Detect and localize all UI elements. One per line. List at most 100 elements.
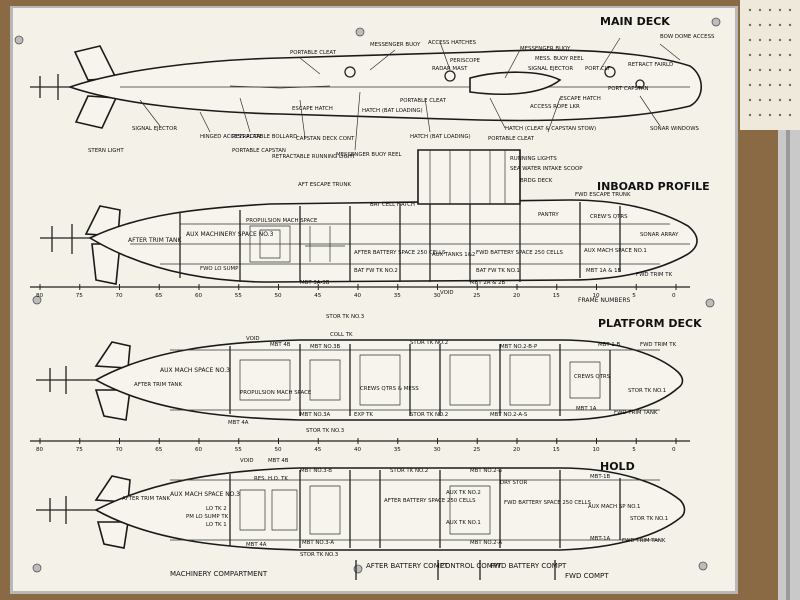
label-mbt-3a-platform: MBT NO.3A <box>300 412 331 418</box>
label-crews-qtrs-mess: CREWS QTRS & MESS <box>360 386 419 392</box>
label-hatch-bat-loading: HATCH (BAT LOADING) <box>362 108 423 114</box>
pegboard <box>740 0 800 130</box>
frame-upper-tick-label: 25 <box>473 293 481 299</box>
label-fwd-battery-space-hold: FWD BATTERY SPACE 250 CELLS <box>504 500 592 506</box>
label-mbt-1b-hold: MBT-1B <box>590 474 611 480</box>
frame-upper-tick-label: 20 <box>513 293 521 299</box>
frame-upper-tick-label: 75 <box>76 293 84 299</box>
section-title-hold: HOLD <box>600 460 635 473</box>
label-retractable-running-light: RETRACTABLE RUNNING LIGHT <box>272 154 356 160</box>
frame-lower-tick-label: 35 <box>394 447 402 453</box>
label-mbt-2bp: MBT NO.2-B-P <box>500 344 538 350</box>
label-crews-qtrs: CREW'S QTRS <box>590 214 628 220</box>
label-void-inboard: VOID <box>440 290 454 296</box>
hold-tank-lines <box>170 479 660 541</box>
section-title-main-deck: MAIN DECK <box>600 15 670 28</box>
footer-after-battery-compt: AFTER BATTERY COMPT <box>366 562 449 570</box>
label-messenger-buoy-fwd: MESSENGER BUOY <box>520 46 571 52</box>
label-stor-tk-2-hold: STOR TK NO.2 <box>390 468 428 474</box>
main-deck-aft-fairing <box>229 85 331 89</box>
label-crews-qtrs-platform: CREWS QTRS <box>574 374 611 380</box>
frame-upper-tick-label: 5 <box>632 293 636 299</box>
label-escape-hatch-fwd: ESCAPE HATCH <box>560 96 601 102</box>
inboard-sail-masts <box>429 150 506 204</box>
footer-dividers <box>355 560 556 580</box>
label-running-lights: RUNNING LIGHTS <box>510 156 557 162</box>
frame-upper-tick-label: 55 <box>235 293 243 299</box>
label-mbt-4a-platform: MBT 4A <box>228 420 249 426</box>
label-bat-fw-tk-2: BAT FW TK NO.2 <box>354 268 398 274</box>
label-bow-dome: BOW DOME ACCESS <box>660 34 715 40</box>
hold-propeller-shaft <box>36 496 100 524</box>
platform-bulkheads <box>229 344 611 416</box>
footer-machinery-compartment: MACHINERY COMPARTMENT <box>170 570 268 578</box>
frame-lower-tick-label: 65 <box>155 447 163 453</box>
label-bat-cell-hatch: BAT CELL HATCH <box>370 202 415 208</box>
messenger-buoy-marker <box>604 66 616 78</box>
inboard-deck-lines <box>130 223 690 265</box>
label-access-hatches: ACCESS HATCHES <box>428 40 477 46</box>
frame-lower-tick-label: 50 <box>275 447 283 453</box>
label-pm-lo-sump-tk: PM LO SUMP TK <box>186 514 229 520</box>
door-frame-edge <box>786 130 790 600</box>
label-stor-tk-2-top: STOR TK NO.2 <box>410 340 448 346</box>
label-mbt-2a-2b: MBT 2A & 2B <box>470 280 506 286</box>
label-capstan-deck-cont: CAPSTAN DECK CONT <box>296 136 355 142</box>
inboard-sail <box>417 149 521 205</box>
inboard-profile-section: INBOARD PROFILE RUNNING LIGHTS SEA WATER… <box>40 149 710 296</box>
label-pantry: PANTRY <box>538 212 559 218</box>
frame-lower-tick-label: 30 <box>434 447 442 453</box>
label-mbt-1a-platform: MBT 1A <box>576 406 597 412</box>
plaque-screws <box>14 17 721 574</box>
label-fwd-trim-tank-hold: FWD TRIM TANK <box>622 538 666 544</box>
main-deck-sail <box>469 71 562 95</box>
label-mbt-4b-platform: MBT 4B <box>270 342 291 348</box>
label-after-trim-tank: AFTER TRIM TANK <box>128 237 182 244</box>
label-stor-tk-3-hold: STOR TK NO.3 <box>300 552 338 558</box>
label-aux-mach-space-1: AUX MACH SPACE NO.1 <box>584 248 647 254</box>
access-hatch-fwd <box>444 70 456 82</box>
compartment-footer: MACHINERY COMPARTMENT AFTER BATTERY COMP… <box>170 560 609 580</box>
label-mess-buoy-reel: MESS. BUOY REEL <box>535 56 584 62</box>
frame-upper-tick-label: 35 <box>394 293 402 299</box>
hold-lower-plane <box>96 521 129 549</box>
frame-lower-tick-label: 20 <box>513 447 521 453</box>
label-void-hold: VOID <box>240 458 254 464</box>
label-coll-tk: COLL TK <box>330 332 353 338</box>
frame-upper-tick-label: 60 <box>195 293 203 299</box>
frame-upper-tick-label: 0 <box>672 293 676 299</box>
pegboard-holes <box>748 8 792 117</box>
label-hatch-cleat-capstan: HATCH (CLEAT & CAPSTAN STOW) <box>505 126 596 132</box>
label-aux-mach-space-3-platform: AUX MACH SPACE NO.3 <box>160 367 230 374</box>
label-aux-machinery-space-3: AUX MACHINERY SPACE NO.3 <box>186 231 274 238</box>
label-dry-stor: DRY STOR <box>500 480 528 486</box>
frame-lower-tick-label: 10 <box>593 447 601 453</box>
label-mbt-3a-hold: MBT NO.3-A <box>302 540 334 546</box>
label-portable-capstan: PORTABLE CAPSTAN <box>232 148 286 154</box>
frame-lower-tick-label: 5 <box>632 447 636 453</box>
label-mbt-4a-hold: MBT 4A <box>246 542 267 548</box>
hold-bulkheads <box>229 470 621 548</box>
label-escape-hatch-aft: ESCAPE HATCH <box>292 106 333 112</box>
label-retractable-bollard: RETRACTABLE BOLLARD <box>232 134 297 140</box>
main-deck-section: MAIN DECK BOW DOME ACCESS MESSENGER BUOY… <box>30 15 715 160</box>
label-mbt-1a-1b: MBT 1A & 1B <box>586 268 622 274</box>
label-mbt-1b-platform: MBT 1-B <box>598 342 621 348</box>
label-fwd-trim-tk-platform: FWD TRIM TK <box>640 342 677 348</box>
label-signal-ejector-aft: SIGNAL EJECTOR <box>132 126 177 132</box>
hold-section: HOLD VOID MBT 4B MBT NO.3-B STOR TK NO.2… <box>36 458 686 558</box>
label-fwd-escape-trunk: FWD ESCAPE TRUNK <box>575 192 631 198</box>
frame-upper-tick-label: 15 <box>553 293 561 299</box>
frame-lower-tick-label: 0 <box>672 447 676 453</box>
label-stor-tk-3-top: STOR TK NO.3 <box>326 314 364 320</box>
label-stor-tk-1-platform: STOR TK NO.1 <box>628 388 666 394</box>
label-brdg-deck: BRDG DECK <box>520 178 553 184</box>
label-hatch-bat-loading-2: HATCH (BAT LOADING) <box>410 134 471 140</box>
platform-deck-section: PLATFORM DECK STOR TK NO.3 COLL TK VOID … <box>36 314 702 434</box>
label-periscope: PERISCOPE <box>450 58 481 64</box>
inboard-engine-blocks <box>249 225 345 263</box>
label-aux-mach-sp-1-hold: AUX MACH SP NO.1 <box>588 504 640 510</box>
label-aux-tanks: AUX TANKS 1&2 <box>432 252 475 258</box>
label-fwd-trim-tk: FWD TRIM TK <box>636 272 673 278</box>
